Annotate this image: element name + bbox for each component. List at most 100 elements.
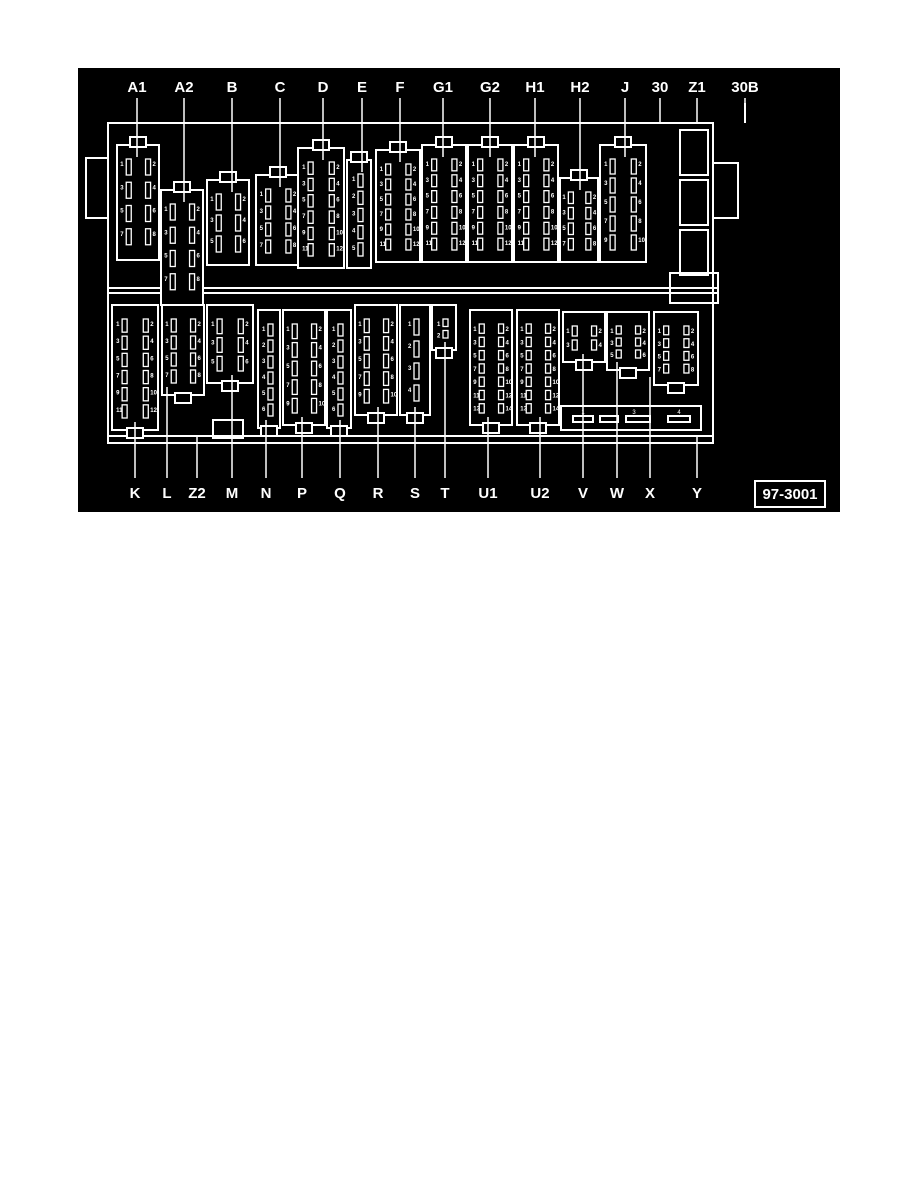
pin-number: 5 [562, 226, 566, 232]
pin [497, 237, 504, 251]
pin [585, 222, 592, 236]
pin-number: 1 [520, 327, 524, 333]
pin-number: 4 [643, 341, 647, 347]
pin [525, 363, 532, 374]
pin-number: 2 [245, 322, 249, 328]
pin-number: 4 [150, 339, 154, 345]
pin [328, 194, 335, 208]
pin [307, 194, 314, 208]
pin [431, 221, 438, 235]
pin-number: 9 [358, 392, 362, 398]
connector-key [367, 412, 385, 424]
connector-label: W [610, 485, 625, 502]
pin [265, 188, 272, 203]
panel-drawing: 134 123456781234567812345612345678123456… [85, 79, 826, 508]
pin [590, 339, 598, 351]
left-mount-tab [85, 157, 108, 219]
pin-number: 5 [426, 194, 430, 200]
pin [169, 203, 176, 221]
connector-label: U2 [530, 485, 549, 502]
pin [310, 341, 318, 358]
pin [357, 173, 364, 188]
pin [405, 178, 412, 191]
relay-slot [679, 229, 709, 276]
pin-number: 11 [518, 241, 525, 247]
pin [170, 352, 177, 367]
pin [478, 389, 485, 401]
pin [385, 163, 392, 176]
pin [189, 369, 197, 384]
connector-housing [116, 144, 160, 261]
pin-number: 2 [336, 165, 340, 171]
connector-key [527, 136, 545, 148]
pin [478, 349, 485, 361]
pin-number: 3 [262, 359, 266, 365]
pin-number: 7 [165, 373, 169, 379]
connector-housing [354, 304, 398, 416]
pin [328, 177, 335, 192]
pin-number: 3 [518, 178, 522, 184]
pin [451, 237, 458, 251]
pin-number: 9 [604, 238, 608, 244]
pin-number: 8 [198, 373, 202, 379]
connector-label: V [578, 485, 588, 502]
pin [310, 360, 318, 377]
pin-number: 6 [553, 354, 557, 360]
pin-number: 4 [553, 340, 557, 346]
pin [285, 239, 292, 254]
pin [413, 384, 420, 402]
pin [121, 335, 128, 350]
connector-label: H2 [570, 79, 589, 96]
connector-label: L [162, 485, 171, 502]
pin-number: 6 [391, 357, 395, 363]
pin-number: 7 [520, 367, 524, 373]
pin-number: 2 [408, 344, 412, 350]
pin [663, 363, 670, 374]
pin-number: 13 [520, 407, 527, 413]
pin [615, 349, 622, 359]
pin-number: 3 [610, 341, 614, 347]
pin-number: 4 [551, 178, 555, 184]
pin [265, 239, 272, 254]
pin-number: 7 [260, 243, 264, 249]
connector-housing [606, 311, 650, 371]
pin-number: 6 [638, 200, 642, 206]
pin [265, 222, 272, 237]
pin [615, 325, 622, 335]
pin [307, 226, 314, 241]
pin-number: 1 [120, 162, 124, 168]
pin-number: 5 [380, 197, 384, 203]
connector-label: K [130, 485, 141, 502]
pin [497, 336, 505, 348]
pin [567, 237, 575, 251]
pin-number: 1 [358, 322, 362, 328]
pin-number: 11 [380, 242, 387, 248]
connector-housing [255, 174, 301, 266]
pin [478, 323, 485, 334]
pin [451, 190, 458, 204]
pin-number: 2 [691, 329, 695, 335]
connector-label: N [261, 485, 272, 502]
pin [544, 363, 552, 374]
connector-housing [111, 304, 159, 431]
pin-number: 4 [262, 375, 266, 381]
pin-number: 10 [391, 392, 398, 398]
pin [307, 210, 314, 224]
pin [544, 403, 552, 414]
pin-number: 4 [391, 340, 395, 346]
pin-number: 3 [210, 218, 214, 224]
connector-key [295, 422, 313, 434]
pin [285, 222, 292, 237]
connector-label: G1 [433, 79, 453, 96]
pin-number: 3 [472, 178, 476, 184]
pin-number: 1 [518, 162, 522, 168]
connector-label: S [410, 485, 420, 502]
pin-number: 4 [352, 229, 356, 235]
pin [525, 376, 532, 388]
panel-outline [107, 122, 714, 444]
pin-number: 6 [506, 354, 510, 360]
